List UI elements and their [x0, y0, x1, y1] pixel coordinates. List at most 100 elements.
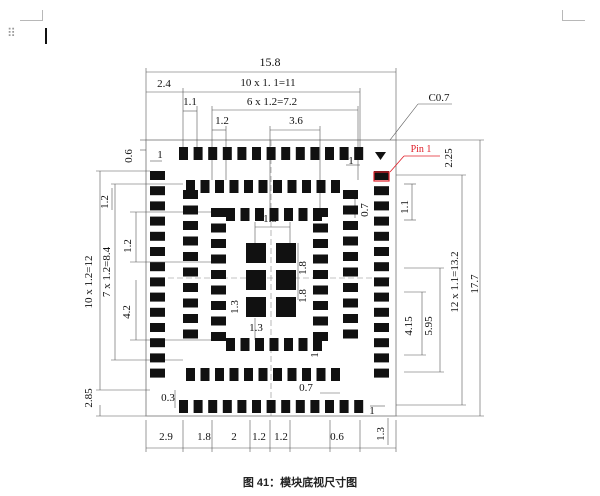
pad — [302, 180, 311, 193]
pad — [183, 314, 198, 323]
pad — [313, 316, 328, 326]
pad — [284, 338, 293, 351]
pad — [183, 205, 198, 215]
drag-handle-icon[interactable]: ⠿ — [7, 26, 16, 40]
dimension-label: 5.95 — [423, 316, 435, 336]
pad — [343, 283, 358, 292]
dimension-label: 2.85 — [83, 388, 95, 408]
pad — [343, 205, 358, 215]
dimension-label: 1.1 — [183, 96, 197, 108]
dimension-label: C0.7 — [428, 92, 450, 104]
dimension-label: 4.15 — [403, 316, 415, 336]
pad — [211, 285, 226, 295]
pad — [273, 180, 282, 193]
pad — [229, 180, 239, 193]
pad — [343, 314, 358, 323]
pad — [246, 297, 266, 317]
pad — [313, 338, 322, 351]
pad — [183, 252, 198, 261]
pad — [298, 338, 308, 351]
pad — [269, 338, 279, 351]
pad — [374, 292, 389, 302]
pad — [150, 292, 165, 302]
pad — [193, 400, 203, 413]
dimension-label: 1 — [309, 352, 321, 358]
pad — [150, 338, 165, 348]
pad — [339, 147, 349, 160]
pad — [200, 180, 210, 193]
dimension-label: 1.8 — [297, 261, 309, 275]
pad — [237, 147, 247, 160]
pad — [313, 270, 328, 279]
pad — [150, 323, 165, 332]
pad — [183, 298, 198, 308]
dimension-label: 6 x 1.2=7.2 — [247, 96, 297, 108]
pad — [215, 180, 224, 193]
pad — [374, 247, 389, 256]
pad — [237, 400, 247, 413]
dimension-label: 1 — [348, 155, 354, 167]
pad — [244, 180, 253, 193]
pad — [246, 243, 266, 263]
dimension-label: 17.7 — [469, 274, 481, 294]
pad — [374, 353, 389, 363]
pad — [343, 252, 358, 261]
pad — [186, 368, 195, 381]
page-corner-mark-left — [20, 10, 43, 21]
dimension-label: 1.3 — [229, 300, 241, 314]
pad — [211, 254, 226, 264]
pad — [310, 400, 320, 413]
pad — [374, 231, 389, 241]
dimension-label: Pin 1 — [411, 144, 432, 155]
pad — [298, 208, 308, 221]
dimension-label: 2.4 — [157, 78, 171, 90]
dimension-label: 1.3 — [375, 427, 387, 441]
pad — [284, 208, 293, 221]
pad — [325, 147, 334, 160]
dimension-label: 2.9 — [159, 431, 173, 443]
dimension-label: 1 — [369, 405, 375, 417]
pad — [208, 147, 218, 160]
pad — [295, 400, 305, 413]
pad — [331, 180, 340, 193]
pad — [200, 368, 210, 381]
pad — [339, 400, 349, 413]
pad — [226, 208, 235, 221]
pad — [374, 216, 389, 226]
pad — [186, 180, 195, 193]
pin1-leader — [389, 155, 405, 173]
pad — [183, 236, 198, 246]
dimension-label: 1 — [157, 149, 163, 161]
pad — [211, 316, 226, 326]
pad — [273, 368, 282, 381]
pad — [374, 307, 389, 317]
pad — [183, 190, 198, 199]
dimension-label: 7 x 1.2=8.4 — [101, 246, 113, 297]
pad — [276, 297, 296, 317]
pad — [183, 283, 198, 292]
pad — [240, 208, 250, 221]
pad — [313, 208, 322, 221]
pad — [354, 400, 364, 413]
dimension-label: 0.7 — [359, 203, 371, 217]
pad — [313, 301, 328, 310]
pad — [258, 180, 268, 193]
pad — [281, 147, 291, 160]
pad — [150, 201, 165, 211]
dimension-label: 1.8 — [263, 213, 277, 225]
pad — [325, 400, 334, 413]
pad — [374, 338, 389, 348]
pad — [313, 285, 328, 295]
dimension-label: 0.3 — [161, 392, 175, 404]
pad — [313, 239, 328, 248]
pad — [331, 368, 340, 381]
pad — [374, 171, 389, 180]
figure-caption: 图 41：模块底视尺寸图 — [242, 477, 358, 489]
pad — [354, 147, 364, 160]
pad — [211, 208, 226, 217]
dimension-label: 0.6 — [123, 149, 135, 163]
pad — [150, 171, 165, 180]
pad — [374, 368, 389, 378]
dimension-label: 1.2 — [122, 239, 134, 253]
